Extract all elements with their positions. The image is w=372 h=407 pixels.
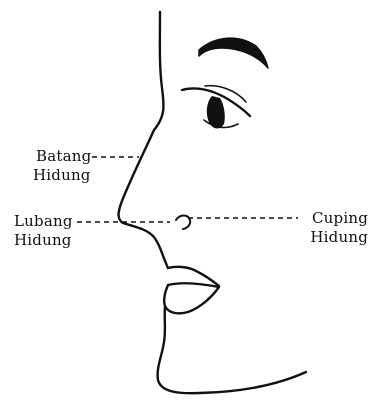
label-cuping-hidung: Cuping Hidung xyxy=(306,209,368,247)
lip-line xyxy=(168,283,219,287)
label-lubang-line2: Hidung xyxy=(14,231,73,250)
label-cuping-line1: Cuping xyxy=(306,209,368,228)
label-batang-hidung: Batang Hidung xyxy=(33,147,91,185)
label-lubang-line1: Lubang xyxy=(14,212,73,231)
chin-jaw-outline xyxy=(158,306,306,393)
face-profile-outline xyxy=(119,12,168,268)
label-batang-line2: Hidung xyxy=(33,166,91,185)
lower-lip xyxy=(164,285,219,313)
label-batang-line1: Batang xyxy=(33,147,91,166)
label-cuping-line2: Hidung xyxy=(306,228,368,247)
eyebrow xyxy=(199,38,268,68)
label-lubang-hidung: Lubang Hidung xyxy=(14,212,73,250)
